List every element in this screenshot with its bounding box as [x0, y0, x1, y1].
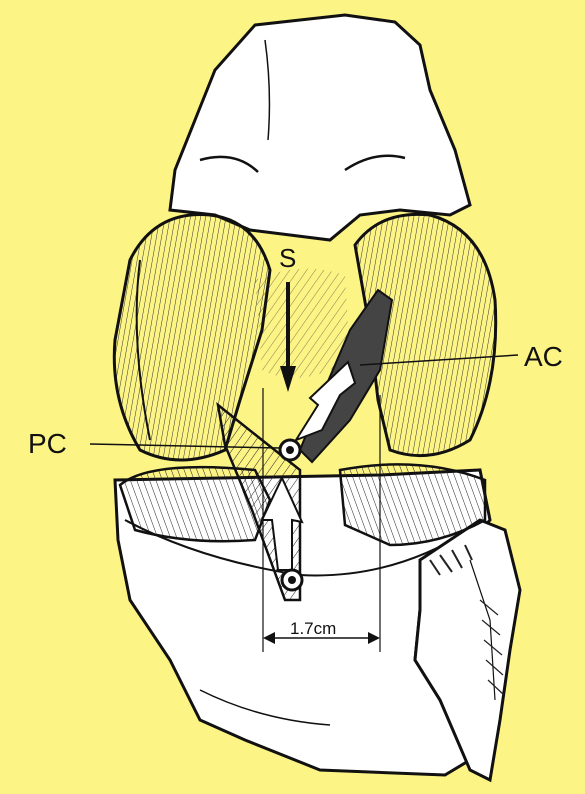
- label-pc: PC: [28, 430, 67, 458]
- measurement-label: 1.7cm: [290, 620, 336, 637]
- label-s: S: [279, 245, 296, 271]
- pc-attachment-point-lower: [282, 570, 302, 590]
- femur-shaft: [170, 15, 470, 240]
- pc-attachment-point-upper: [280, 440, 300, 460]
- label-ac: AC: [524, 343, 563, 371]
